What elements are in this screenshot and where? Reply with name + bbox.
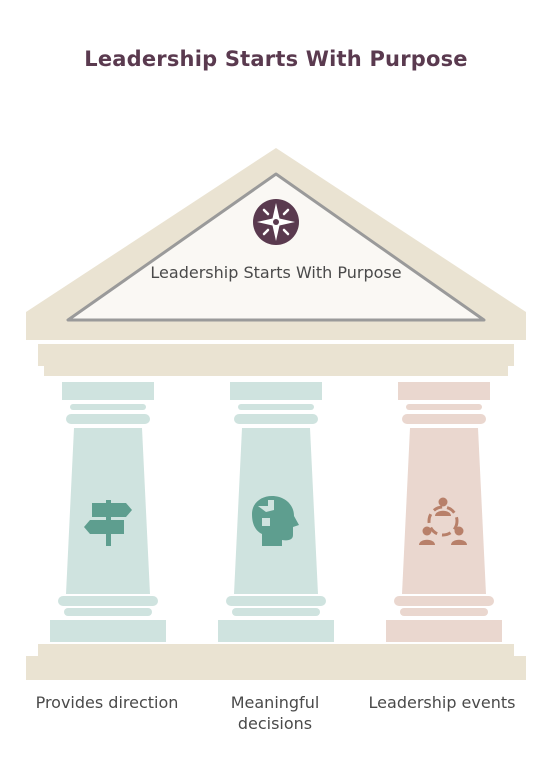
head-puzzle-icon [252, 496, 299, 546]
pillar-leadership-events [386, 382, 502, 642]
pillar-meaningful-decisions [218, 382, 334, 642]
pediment [66, 172, 486, 322]
pillar-label-meaningful-decisions: Meaningful decisions [230, 693, 320, 733]
people-cycle-icon [419, 497, 467, 545]
pillar-label-leadership-events: Leadership events [368, 693, 516, 712]
pediment-text: Leadership Starts With Purpose [150, 263, 402, 282]
pillar-provides-direction [50, 382, 166, 642]
entablature [38, 344, 514, 366]
diagram-title: Leadership Starts With Purpose [84, 47, 468, 71]
pillar-label-provides-direction: Provides direction [35, 693, 179, 712]
signpost-icon [84, 500, 132, 546]
temple-base [38, 644, 514, 656]
compass-icon [253, 199, 299, 245]
